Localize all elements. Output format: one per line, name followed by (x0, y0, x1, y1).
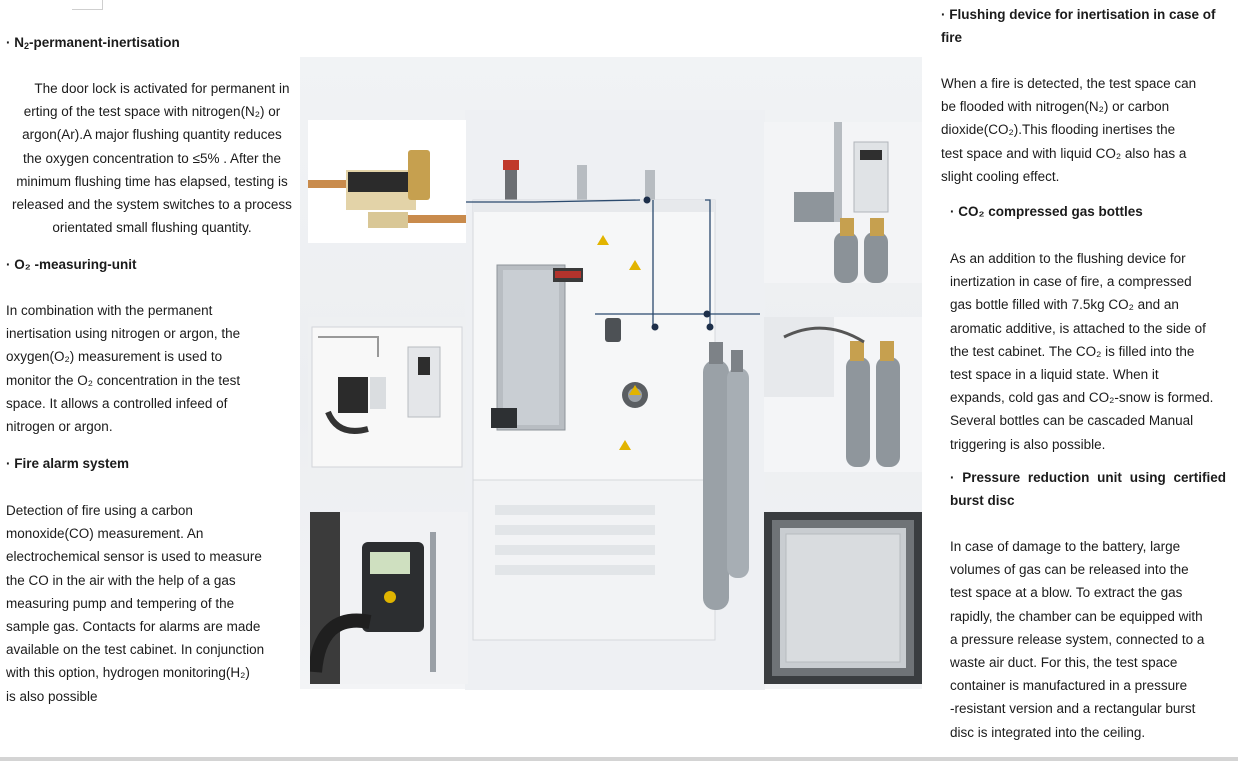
flush-heading: · Flushing device for inertisation in ca… (941, 7, 1216, 45)
flow-meter-photo (308, 120, 466, 243)
co2-heading: · CO₂ compressed gas bottles (950, 204, 1143, 219)
fire-heading: · Fire alarm system (6, 456, 130, 471)
pressure-heading: · Pressure reduction unit using certifie… (950, 470, 1226, 508)
burst-disc-photo (764, 512, 922, 684)
fire-paragraph: Detection of fire using a carbon monoxid… (6, 503, 265, 704)
o2-paragraph: In combination with the permanent inerti… (6, 303, 241, 435)
n2-heading: · N2-permanent-inertisation (6, 35, 180, 51)
co-sensor-photo (310, 512, 468, 684)
n2-paragraph: The door lock is activated for permanent… (12, 81, 292, 236)
flush-paragraph: When a fire is detected, the test space … (941, 76, 1197, 184)
gas-bottles-photo (764, 122, 922, 283)
corner-crop-mark (72, 0, 103, 10)
o2-heading: · O₂ -measuring-unit (6, 257, 137, 272)
bottle-cascade-photo (764, 317, 922, 472)
bottom-rule (0, 757, 1238, 761)
callout-lines (465, 196, 760, 331)
co2-paragraph: As an addition to the flushing device fo… (950, 251, 1214, 452)
test-chamber-photo (465, 110, 765, 690)
o2-sensor-photo (308, 317, 466, 472)
pressure-paragraph: In case of damage to the battery, large … (950, 539, 1205, 740)
